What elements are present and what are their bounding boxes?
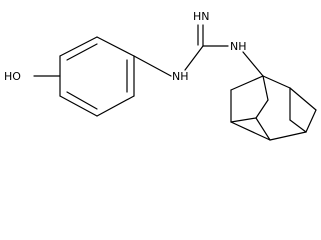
phenol-ring bbox=[59, 36, 135, 117]
cage-bond bbox=[230, 75, 264, 91]
cage-bond bbox=[230, 121, 271, 141]
ring-bond bbox=[96, 95, 135, 117]
guanidine-core bbox=[184, 24, 229, 71]
adamantyl-amine-bond bbox=[242, 51, 264, 77]
adamantane-cage bbox=[230, 75, 317, 141]
hydroxyl-label: HO bbox=[4, 70, 21, 83]
ring-bond bbox=[96, 36, 135, 57]
cage-bond bbox=[262, 75, 291, 89]
ring-double-bond bbox=[66, 43, 98, 61]
cage-bond bbox=[255, 117, 271, 141]
cage-bond bbox=[269, 131, 307, 141]
aryl-amine-label: NH bbox=[172, 70, 189, 83]
ring-bond bbox=[59, 36, 98, 57]
cage-bond bbox=[289, 119, 307, 133]
ring-double-bond bbox=[66, 91, 98, 110]
adamantyl-amine-label: NH bbox=[230, 40, 247, 53]
cage-bond bbox=[305, 109, 317, 133]
aryl-amine-bond bbox=[133, 55, 172, 77]
imine-label: HN bbox=[193, 10, 210, 23]
chemical-structure: HO HN NH NH bbox=[4, 10, 317, 141]
cage-bond bbox=[262, 75, 269, 101]
ring-bond bbox=[59, 95, 98, 117]
cage-bond bbox=[289, 87, 317, 111]
central-carbon-to-aryl-nh-bond bbox=[184, 45, 204, 71]
structure-canvas: HO HN NH NH bbox=[4, 10, 317, 141]
cage-bond bbox=[230, 117, 257, 123]
cage-bond bbox=[255, 99, 269, 119]
